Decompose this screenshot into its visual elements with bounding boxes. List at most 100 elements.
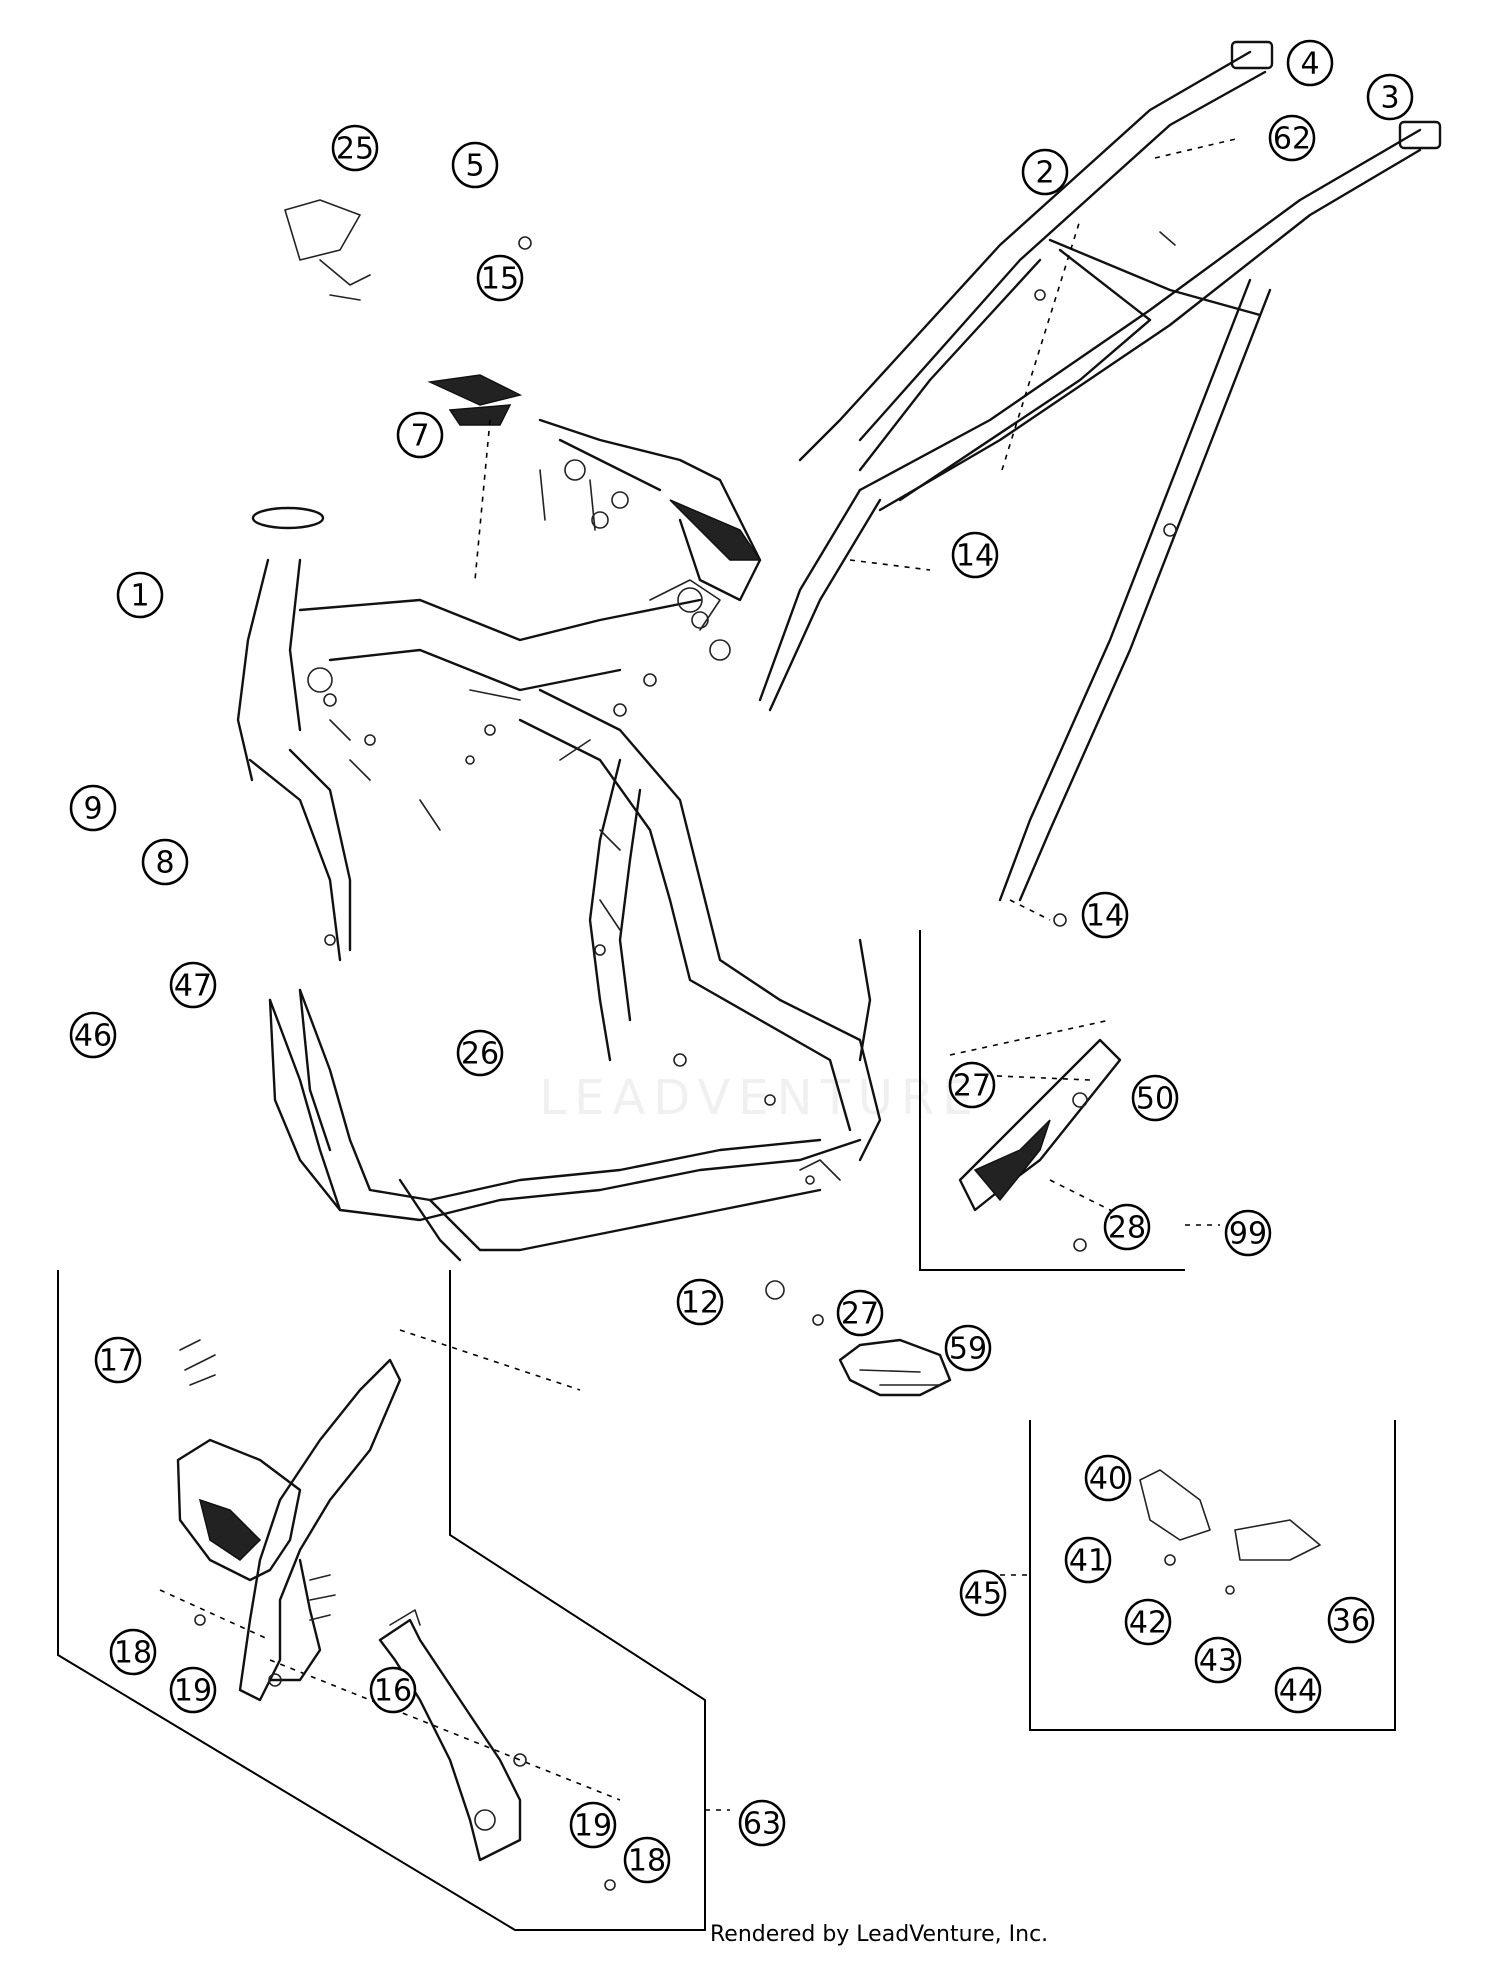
callout-4: 4 — [1286, 39, 1334, 87]
callout-number: 43 — [1199, 1644, 1237, 1679]
callout-3: 3 — [1366, 73, 1414, 121]
callout-26: 26 — [456, 1029, 504, 1077]
upper-bracket-parts — [284, 199, 762, 661]
callout-number: 50 — [1136, 1082, 1174, 1117]
callout-layer: 1234578912141415161718181919252627272836… — [69, 39, 1414, 1884]
callout-number: 12 — [681, 1286, 719, 1321]
callout-circle — [1064, 1536, 1112, 1584]
callout-43: 43 — [1194, 1636, 1242, 1684]
callout-number: 40 — [1089, 1462, 1127, 1497]
callout-circle — [1366, 73, 1414, 121]
callout-circle — [1327, 1596, 1375, 1644]
callout-17: 17 — [94, 1336, 142, 1384]
callout-63: 63 — [738, 1799, 786, 1847]
callout-number: 63 — [743, 1807, 781, 1842]
callout-circle — [944, 1324, 992, 1372]
callout-circle — [1084, 1454, 1132, 1502]
callout-circle — [69, 784, 117, 832]
callout-circle — [94, 1336, 142, 1384]
callout-circle — [141, 838, 189, 886]
callout-number: 19 — [174, 1674, 212, 1709]
callout-1: 1 — [116, 571, 164, 619]
callout-circle — [1131, 1074, 1179, 1122]
callout-number: 62 — [1273, 122, 1311, 157]
callout-number: 27 — [953, 1069, 991, 1104]
callout-number: 2 — [1035, 156, 1054, 191]
callout-41: 41 — [1064, 1536, 1112, 1584]
callout-number: 14 — [1086, 899, 1124, 934]
callout-number: 17 — [99, 1344, 137, 1379]
callout-circle — [836, 1289, 884, 1337]
callout-16: 16 — [369, 1666, 417, 1714]
chain-slider-group — [765, 1280, 952, 1397]
callout-circle — [1268, 114, 1316, 162]
callout-circle — [396, 411, 444, 459]
callout-circle — [1021, 148, 1069, 196]
callout-circle — [676, 1278, 724, 1326]
chain-guide-group — [919, 930, 1220, 1271]
callout-25: 25 — [331, 124, 379, 172]
callout-circle — [569, 1801, 617, 1849]
callout-number: 5 — [465, 149, 484, 184]
callout-18b: 18 — [623, 1836, 671, 1884]
callout-40: 40 — [1084, 1454, 1132, 1502]
callout-number: 99 — [1229, 1217, 1267, 1252]
footpeg-group — [1000, 1420, 1396, 1731]
callout-5: 5 — [451, 141, 499, 189]
callout-number: 7 — [410, 419, 429, 454]
watermark: LEADVENTURE — [539, 1070, 981, 1126]
callout-circle — [738, 1799, 786, 1847]
callout-9: 9 — [69, 784, 117, 832]
callout-19b: 19 — [569, 1801, 617, 1849]
callout-number: 18 — [114, 1636, 152, 1671]
callout-14a: 14 — [951, 531, 999, 579]
callout-47: 47 — [169, 961, 217, 1009]
callout-45: 45 — [959, 1569, 1007, 1617]
callout-8: 8 — [141, 838, 189, 886]
callout-number: 44 — [1279, 1674, 1317, 1709]
callout-circle — [959, 1569, 1007, 1617]
rear-subframe — [758, 40, 1442, 927]
main-frame — [236, 506, 882, 1262]
callout-number: 27 — [841, 1297, 879, 1332]
sidestand-group — [57, 1270, 730, 1931]
callout-number: 1 — [130, 579, 149, 614]
callout-circle — [109, 1628, 157, 1676]
callout-28: 28 — [1103, 1203, 1151, 1251]
callout-27b: 27 — [836, 1289, 884, 1337]
callout-number: 15 — [481, 262, 519, 297]
callout-44: 44 — [1274, 1666, 1322, 1714]
callout-18a: 18 — [109, 1628, 157, 1676]
callout-62: 62 — [1268, 114, 1316, 162]
callout-number: 9 — [83, 792, 102, 827]
callout-circle — [331, 124, 379, 172]
callout-number: 18 — [628, 1844, 666, 1879]
callout-number: 19 — [574, 1809, 612, 1844]
callout-number: 4 — [1300, 47, 1319, 82]
callout-12: 12 — [676, 1278, 724, 1326]
callout-50: 50 — [1131, 1074, 1179, 1122]
callout-circle — [1224, 1209, 1272, 1257]
callout-circle — [1274, 1666, 1322, 1714]
callout-number: 59 — [949, 1332, 987, 1367]
callout-circle — [1081, 891, 1129, 939]
callout-59: 59 — [944, 1324, 992, 1372]
callout-number: 46 — [74, 1019, 112, 1054]
callout-circle — [369, 1666, 417, 1714]
callout-number: 16 — [374, 1674, 412, 1709]
callout-circle — [948, 1061, 996, 1109]
callout-circle — [451, 141, 499, 189]
callout-circle — [456, 1029, 504, 1077]
callout-number: 28 — [1108, 1211, 1146, 1246]
callout-19a: 19 — [169, 1666, 217, 1714]
callout-number: 42 — [1129, 1606, 1167, 1641]
callout-number: 36 — [1332, 1604, 1370, 1639]
callout-number: 8 — [155, 846, 174, 881]
callout-42: 42 — [1124, 1598, 1172, 1646]
callout-circle — [1286, 39, 1334, 87]
callout-circle — [1124, 1598, 1172, 1646]
callout-99: 99 — [1224, 1209, 1272, 1257]
callout-36: 36 — [1327, 1596, 1375, 1644]
callout-circle — [1194, 1636, 1242, 1684]
